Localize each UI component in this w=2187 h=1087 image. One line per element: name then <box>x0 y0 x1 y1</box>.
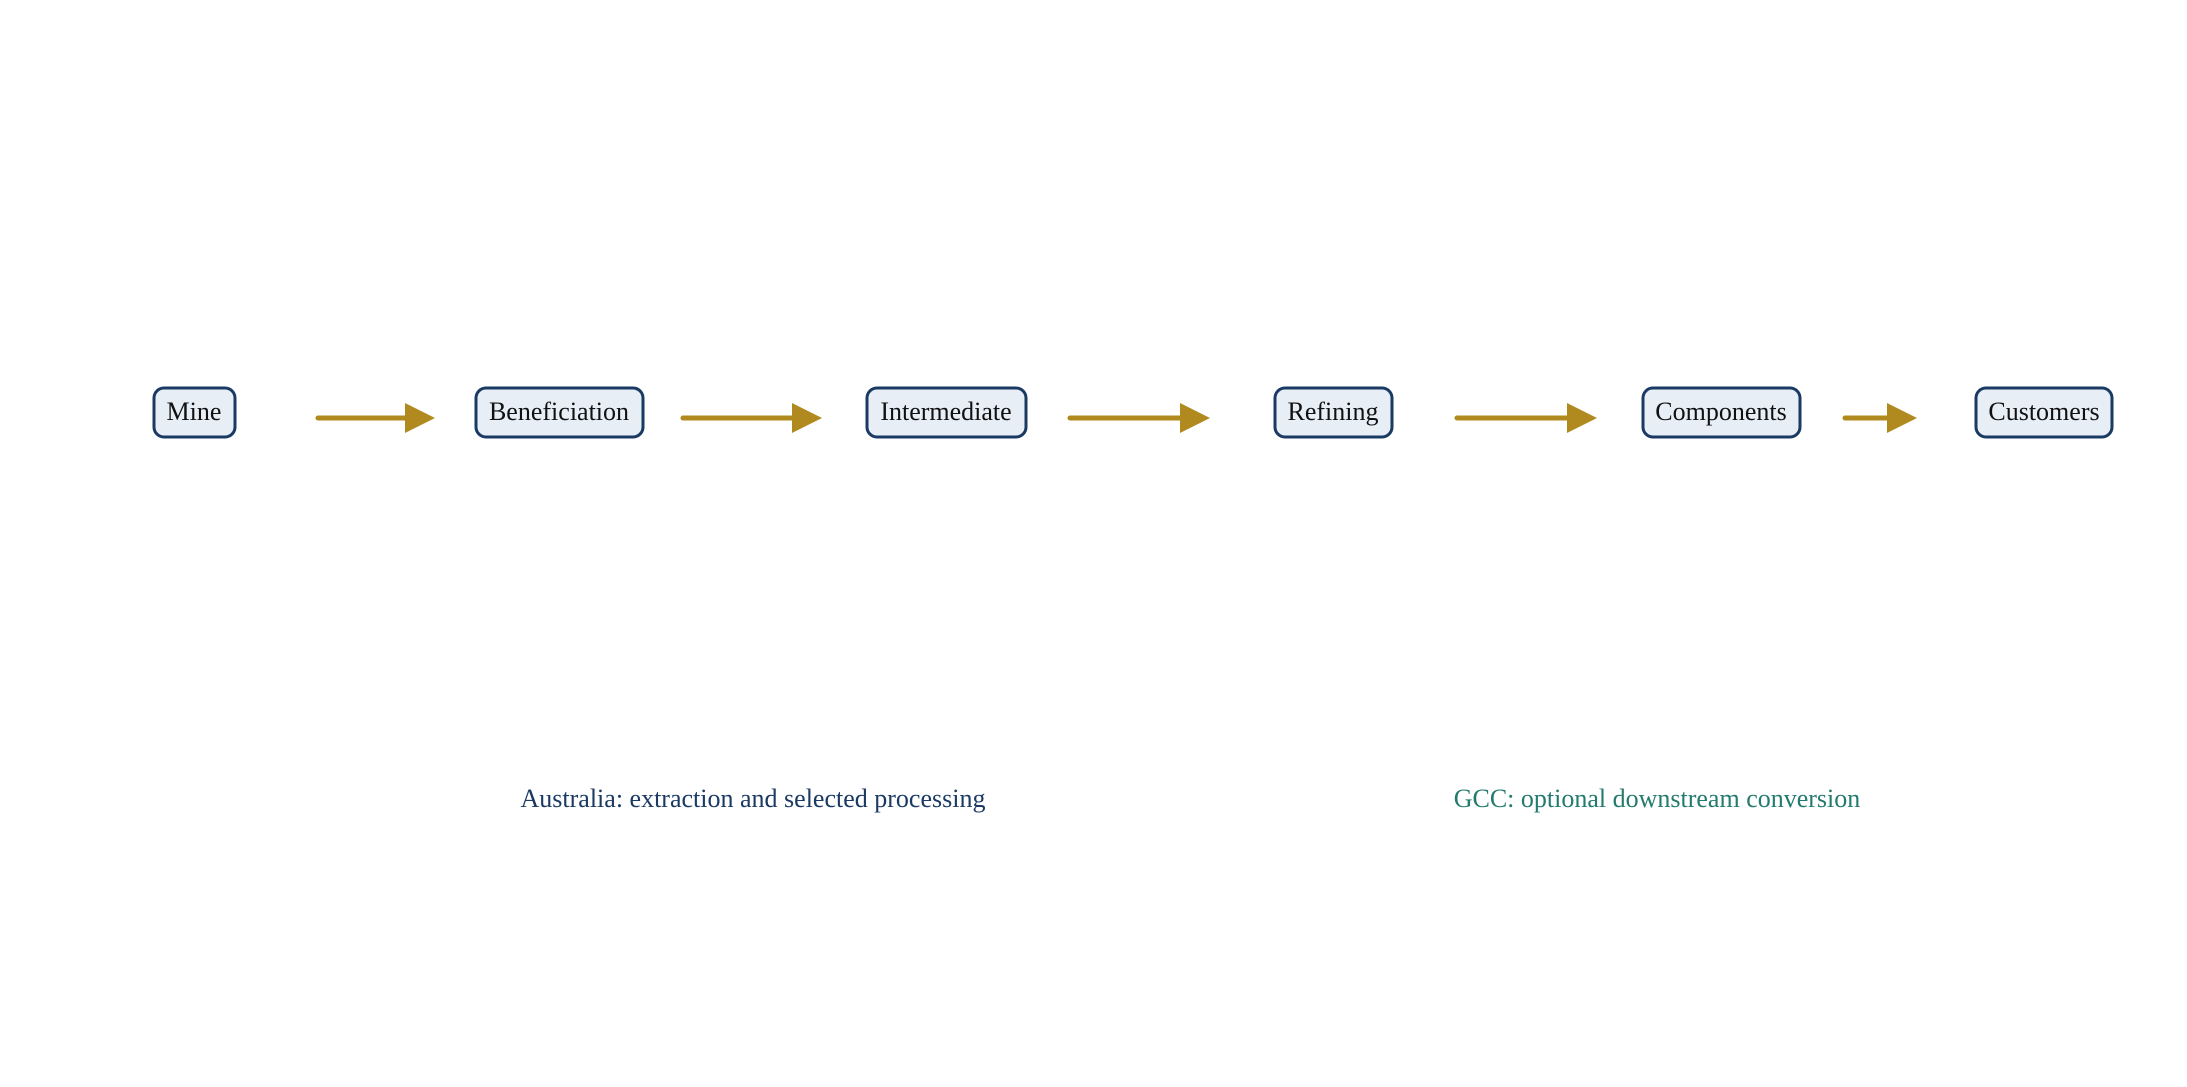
node-intermediate-label: Intermediate <box>880 397 1011 426</box>
node-refining-label: Refining <box>1288 397 1379 426</box>
process-nodes: Mine Beneficiation Intermediate Refining… <box>152 386 2114 439</box>
node-intermediate: Intermediate <box>865 386 1028 439</box>
node-components: Components <box>1641 386 1802 439</box>
node-components-label: Components <box>1655 397 1786 426</box>
node-intermediate-box <box>865 386 1028 439</box>
region-labels: Australia: extraction and selected proce… <box>521 784 1861 813</box>
node-beneficiation-box <box>474 386 645 439</box>
node-customers: Customers <box>1974 386 2114 439</box>
region-australia-label: Australia: extraction and selected proce… <box>521 784 986 813</box>
node-customers-label: Customers <box>1988 397 2099 426</box>
node-beneficiation-label: Beneficiation <box>489 397 629 426</box>
node-refining: Refining <box>1273 386 1394 439</box>
node-components-box <box>1641 386 1802 439</box>
node-beneficiation: Beneficiation <box>474 386 645 439</box>
node-refining-box <box>1273 386 1394 439</box>
node-mine-box <box>152 386 237 439</box>
node-mine-label: Mine <box>167 397 222 426</box>
region-gcc-label: GCC: optional downstream conversion <box>1454 784 1861 813</box>
node-mine: Mine <box>152 386 237 439</box>
node-customers-box <box>1974 386 2114 439</box>
